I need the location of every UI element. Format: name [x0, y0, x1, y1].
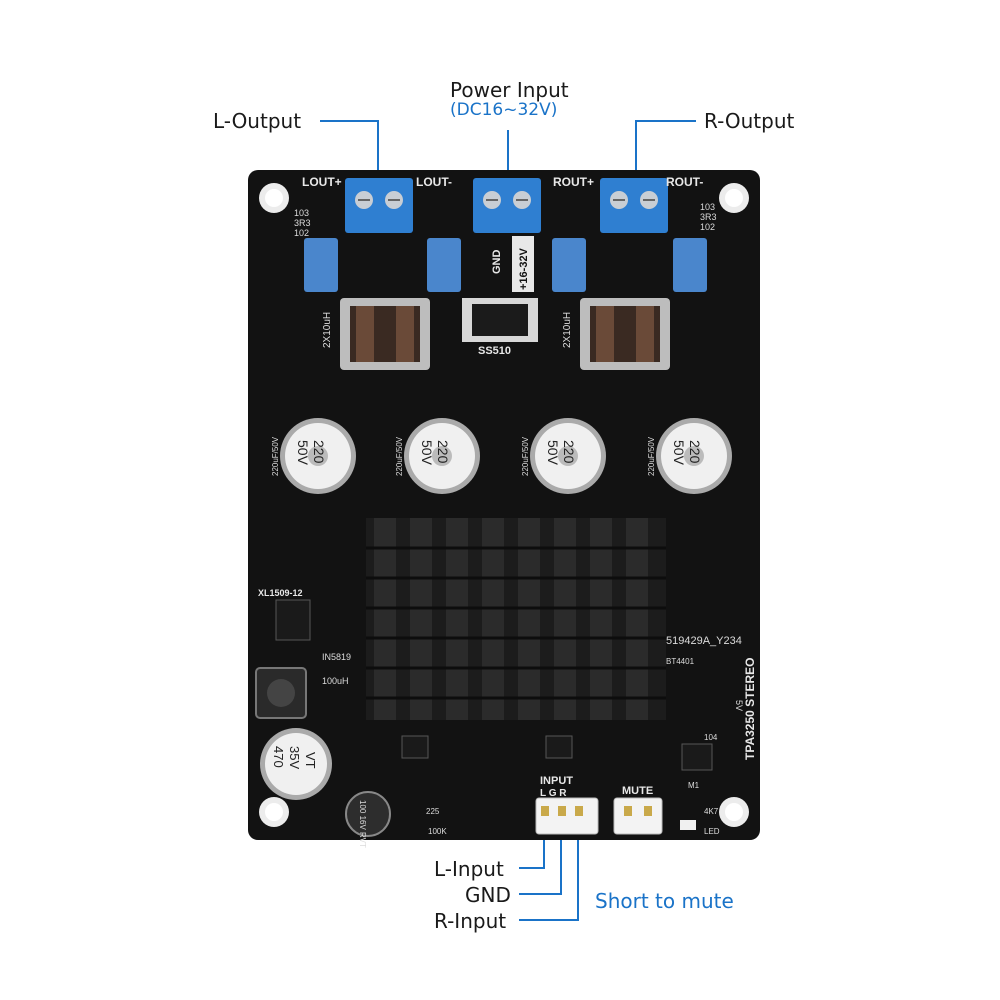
silk-cap-side-4: 220uF/50V — [647, 436, 656, 476]
r-input-line — [519, 818, 579, 921]
terminal-blocks — [345, 178, 668, 233]
callout-lines — [320, 120, 696, 921]
l-output-label: L-Output — [213, 109, 302, 133]
silk-transistor: BT4401 — [666, 657, 695, 666]
silk-rout-plus: ROUT+ — [553, 175, 594, 189]
silk-res-103-left: 103 — [294, 208, 309, 218]
cap-100-label: 100 16V RVT — [358, 800, 367, 848]
regulator-chip — [275, 599, 311, 641]
power-input-range: (DC16~32V) — [450, 100, 558, 120]
r-output-label: R-Output — [704, 109, 795, 133]
heatsink — [366, 518, 666, 720]
power-input-terminal — [473, 178, 541, 233]
cap-2-voltage: 50V — [419, 440, 435, 466]
op-amp-left — [401, 735, 429, 759]
cap-470-value: 470 — [271, 746, 286, 768]
mounting-holes — [259, 183, 749, 827]
l-output-terminal — [345, 178, 413, 233]
cap-1-voltage: 50V — [295, 440, 311, 466]
r-output-terminal — [600, 178, 668, 233]
inductors — [340, 298, 670, 370]
film-capacitors — [304, 238, 707, 292]
silk-gnd: GND — [491, 250, 503, 275]
r-output-line — [635, 120, 696, 188]
silk-res-3r3-left: 3R3 — [294, 218, 311, 228]
cap-4-voltage: 50V — [671, 440, 687, 466]
silk-ss510: SS510 — [478, 345, 511, 357]
silk-res-100k: 100K — [428, 827, 447, 836]
silk-cap-side-1: 220uF/50V — [271, 436, 280, 476]
silk-vin: +16-32V — [518, 247, 530, 290]
capacitor-100uf — [345, 791, 391, 837]
silk-cap-side-2: 220uF/50V — [395, 436, 404, 476]
cap-2-value: 220 — [435, 440, 451, 464]
electrolytic-capacitors — [280, 418, 732, 494]
silk-res-102-left: 102 — [294, 228, 309, 238]
led — [680, 820, 696, 830]
silk-mute-header: MUTE — [622, 785, 653, 797]
silk-lout-plus: LOUT+ — [302, 175, 342, 189]
input-connector — [535, 797, 599, 835]
silk-res-225: 225 — [426, 807, 440, 816]
silk-res-103-right: 103 — [700, 202, 715, 212]
silk-lout-minus: LOUT- — [416, 175, 452, 189]
silk-input-pins: L G R — [540, 788, 567, 799]
cap-3-voltage: 50V — [545, 440, 561, 466]
silk-res-5v: 5V — [734, 700, 744, 711]
silk-inductor2: 100uH — [322, 676, 349, 686]
l-input-label: L-Input — [434, 857, 504, 881]
mute-note-label: Short to mute — [595, 889, 734, 913]
silk-rout-minus: ROUT- — [666, 175, 703, 189]
cap-3-value: 220 — [561, 440, 577, 464]
silk-inductor-left: 2X10uH — [322, 312, 333, 348]
power-input-label: Power Input — [450, 78, 569, 102]
gnd-line — [519, 818, 562, 895]
l-output-line — [320, 120, 379, 188]
cap-4-value: 220 — [687, 440, 703, 464]
silk-m1: M1 — [688, 781, 700, 790]
op-amp-right — [545, 735, 573, 759]
silk-res-4k7: 4K7 — [704, 807, 719, 816]
mute-connector — [613, 797, 663, 835]
silk-input-header: INPUT — [540, 775, 573, 787]
silk-led: LED — [704, 827, 720, 836]
cap-470-series: VT — [303, 752, 318, 769]
silk-board-code: 519429A_Y234 — [666, 635, 742, 647]
r-input-label: R-Input — [434, 909, 507, 933]
mute-ic — [681, 743, 713, 771]
silk-res-3r3-right: 3R3 — [700, 212, 717, 222]
cap-1-value: 220 — [311, 440, 327, 464]
silk-inductor-right: 2X10uH — [562, 312, 573, 348]
silk-diode2: IN5819 — [322, 652, 351, 662]
silk-res-102-right: 102 — [700, 222, 715, 232]
silk-cap-side-3: 220uF/50V — [521, 436, 530, 476]
silk-reg-chip: XL1509-12 — [258, 588, 303, 598]
silk-chip-name: TPA3250 STEREO — [743, 658, 757, 760]
silk-chip-104: 104 — [704, 733, 718, 742]
cap-470-voltage: 35V — [287, 746, 302, 769]
gnd-label: GND — [465, 883, 511, 907]
